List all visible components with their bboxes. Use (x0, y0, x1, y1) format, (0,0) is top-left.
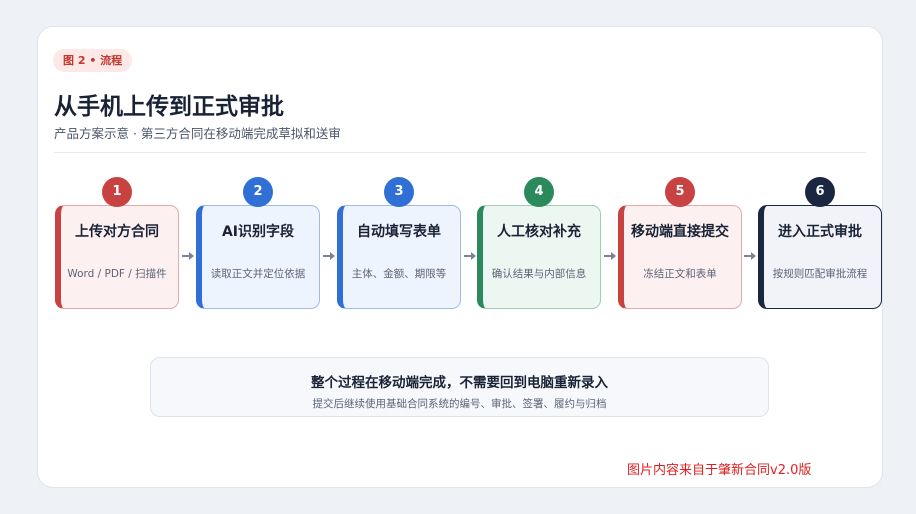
step-2: 2 AI识别字段 读取正文并定位依据 (196, 177, 320, 309)
step-6: 6 进入正式审批 按规则匹配审批流程 (758, 177, 882, 309)
arrow-right-icon (464, 252, 476, 260)
arrow-right-icon (182, 252, 194, 260)
figure-tag: 图 2 • 流程 (53, 49, 133, 72)
step-desc: Word / PDF / 扫描件 (67, 268, 167, 280)
page-subtitle: 产品方案示意 · 第三方合同在移动端完成草拟和送审 (54, 126, 341, 141)
summary-box (150, 357, 769, 417)
step-label: 自动填写表单 (357, 224, 441, 240)
step-number: 2 (243, 177, 273, 207)
summary-title: 整个过程在移动端完成，不需要回到电脑重新录入 (311, 375, 608, 391)
step-box (196, 205, 320, 309)
step-label: AI识别字段 (221, 224, 295, 240)
step-1: 1 上传对方合同 Word / PDF / 扫描件 (55, 177, 179, 309)
step-desc: 按规则匹配审批流程 (772, 268, 868, 280)
step-label: 上传对方合同 (75, 224, 159, 240)
step-box (758, 205, 882, 309)
step-label: 进入正式审批 (778, 224, 862, 240)
step-3: 3 自动填写表单 主体、金额、期限等 (337, 177, 461, 309)
step-number: 5 (665, 177, 695, 207)
step-desc: 读取正文并定位依据 (210, 268, 306, 280)
divider (54, 152, 866, 153)
step-desc: 冻结正文和表单 (643, 268, 717, 280)
step-label: 人工核对补充 (497, 224, 581, 240)
source-note: 图片内容来自于肇新合同v2.0版 (627, 463, 812, 478)
step-desc: 确认结果与内部信息 (491, 268, 587, 280)
step-5: 5 移动端直接提交 冻结正文和表单 (618, 177, 742, 309)
step-label: 移动端直接提交 (631, 224, 729, 240)
arrow-right-icon (323, 252, 335, 260)
summary-desc: 提交后继续使用基础合同系统的编号、审批、签署、履约与归档 (312, 398, 607, 410)
step-4: 4 人工核对补充 确认结果与内部信息 (477, 177, 601, 309)
step-number: 3 (384, 177, 414, 207)
step-number: 1 (102, 177, 132, 207)
arrow-right-icon (604, 252, 616, 260)
step-desc: 主体、金额、期限等 (351, 268, 447, 280)
step-box (337, 205, 461, 309)
step-box (477, 205, 601, 309)
step-number: 4 (524, 177, 554, 207)
arrow-right-icon (744, 252, 756, 260)
step-box (55, 205, 179, 309)
step-number: 6 (805, 177, 835, 207)
page-title: 从手机上传到正式审批 (54, 94, 284, 120)
